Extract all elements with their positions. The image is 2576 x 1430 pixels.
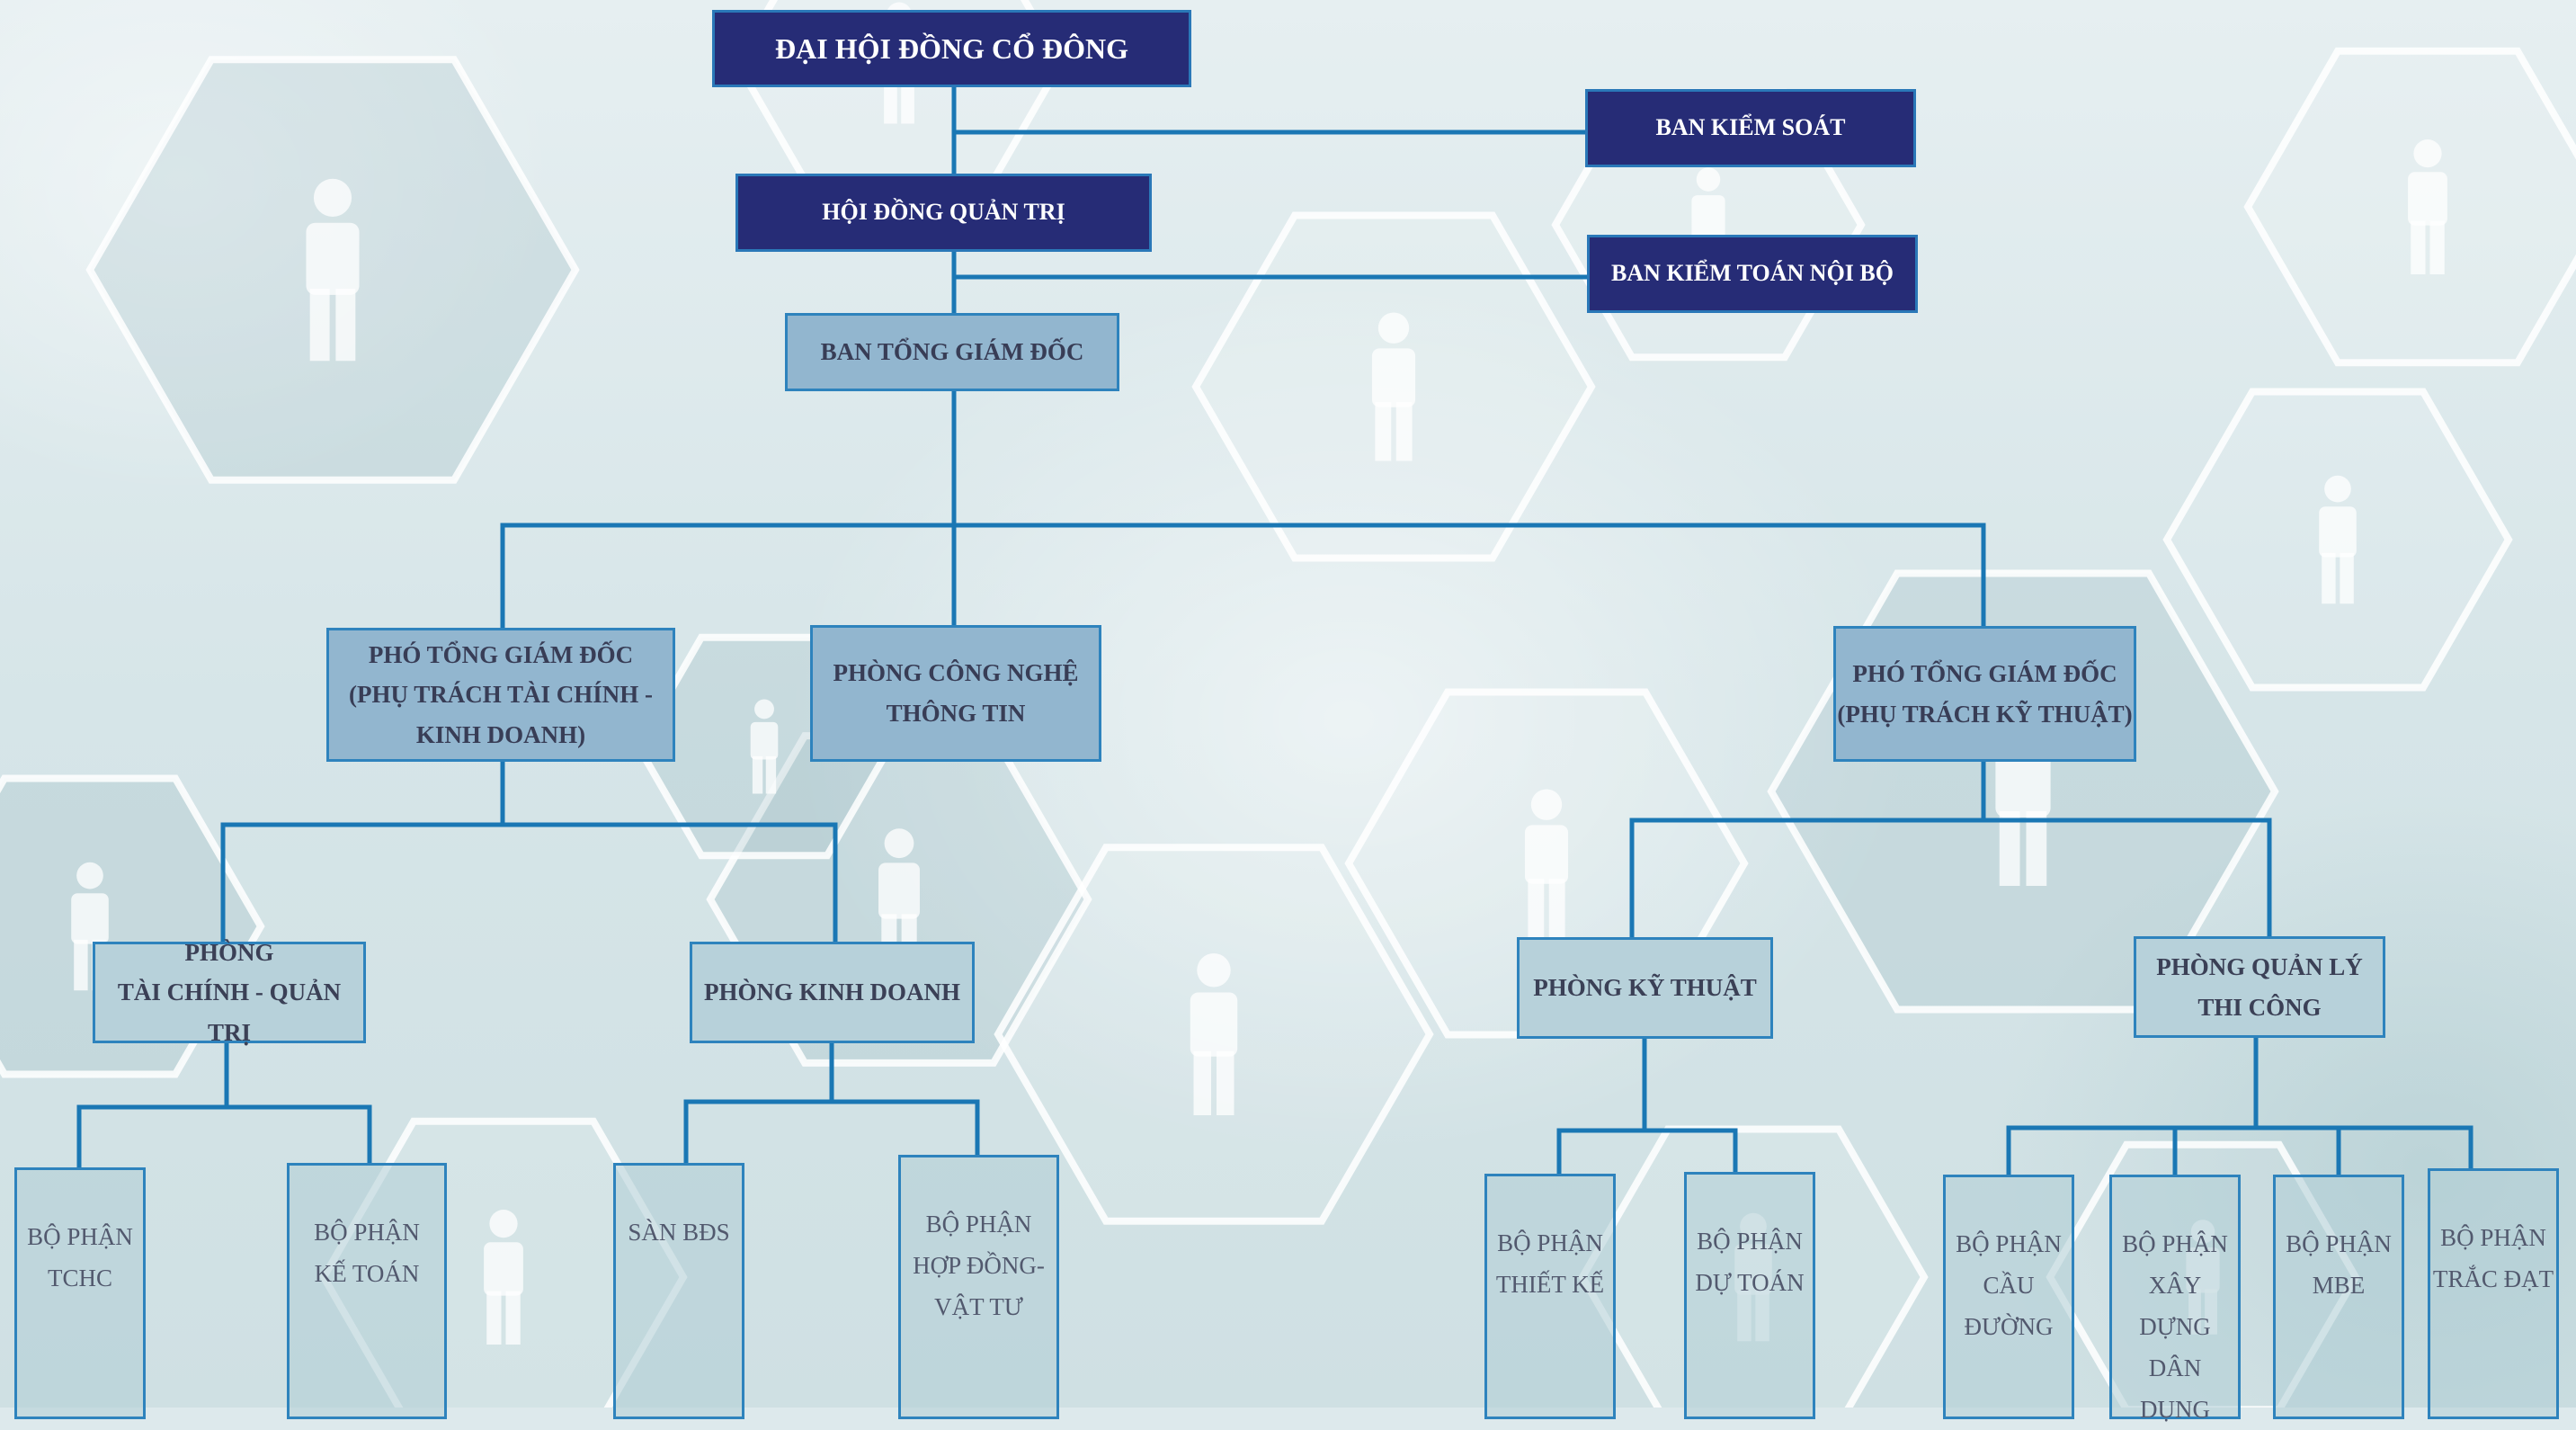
node-unit-bridges-roads: BỘ PHẬN CẦU ĐƯỜNG [1943, 1175, 2074, 1419]
person-icon [2408, 139, 2447, 274]
node-unit-estimation: BỘ PHẬN DỰ TOÁN [1684, 1172, 1815, 1419]
node-unit-real-estate-floor: SÀN BĐS [613, 1163, 744, 1419]
node-unit-surveying: BỘ PHẬN TRẮC ĐẠT [2428, 1168, 2559, 1419]
person-icon [484, 1210, 523, 1345]
person-icon [2319, 475, 2357, 604]
node-finance-admin-dept: PHÒNG TÀI CHÍNH - QUẢN TRỊ [93, 939, 366, 1046]
person-icon [750, 699, 779, 794]
node-unit-mbe: BỘ PHẬN MBE [2273, 1175, 2404, 1419]
node-construction-mgmt-dept: PHÒNG QUẢN LÝ THI CÔNG [2134, 936, 2385, 1038]
node-internal-audit: BAN KIỂM TOÁN NỘI BỘ [1587, 235, 1918, 313]
node-unit-contracts-materials: BỘ PHẬN HỢP ĐỒNG- VẬT TƯ [898, 1155, 1059, 1419]
node-deputy-director-finance: PHÓ TỔNG GIÁM ĐỐC (PHỤ TRÁCH TÀI CHÍNH -… [326, 628, 675, 762]
node-deputy-director-technical: PHÓ TỔNG GIÁM ĐỐC (PHỤ TRÁCH KỸ THUẬT) [1833, 626, 2136, 762]
node-unit-design: BỘ PHẬN THIẾT KẾ [1484, 1174, 1616, 1419]
node-unit-tchc: BỘ PHẬN TCHC [14, 1167, 146, 1419]
node-executive-board: BAN TỔNG GIÁM ĐỐC [785, 313, 1119, 391]
person-icon [1524, 789, 1569, 938]
node-sales-dept: PHÒNG KINH DOANH [690, 942, 975, 1043]
node-general-meeting: ĐẠI HỘI ĐỒNG CỔ ĐÔNG [712, 10, 1191, 87]
node-board-of-directors: HỘI ĐỒNG QUẢN TRỊ [735, 174, 1152, 252]
person-icon [306, 178, 360, 362]
node-unit-civil-construction: BỘ PHẬN XÂY DỰNG DÂN DỤNG [2109, 1175, 2241, 1423]
node-unit-accounting: BỘ PHẬN KẾ TOÁN [287, 1163, 447, 1419]
person-icon [1371, 312, 1416, 461]
person-icon [1190, 953, 1238, 1115]
node-technical-dept: PHÒNG KỸ THUẬT [1517, 937, 1773, 1039]
node-supervisory-board: BAN KIỂM SOÁT [1585, 89, 1916, 167]
node-it-department: PHÒNG CÔNG NGHỆ THÔNG TIN [810, 625, 1101, 762]
